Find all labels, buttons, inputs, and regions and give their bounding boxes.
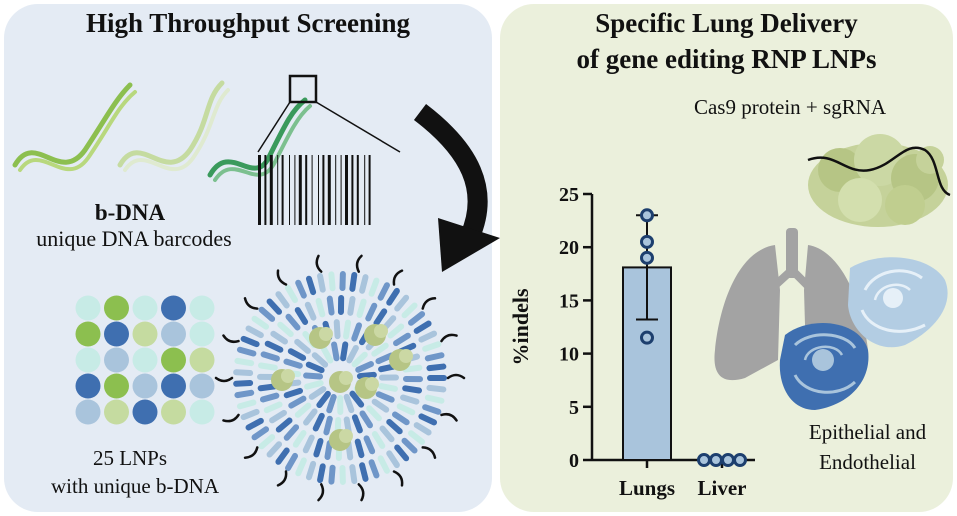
y-tick-label: 5 — [569, 397, 579, 419]
cells-label-line1: Epithelial and — [808, 420, 927, 444]
cas9-protein-icon — [807, 134, 951, 227]
data-point-lungs — [640, 330, 654, 345]
lung-delivery-panel — [500, 4, 953, 512]
data-point-liver — [733, 453, 747, 467]
cargo-label: Cas9 protein + sgRNA — [693, 95, 887, 119]
y-axis-label: %indels — [508, 288, 533, 365]
data-point-lungs — [640, 208, 654, 223]
dna-strand-icon — [117, 80, 230, 172]
zoom-box — [288, 74, 318, 104]
barcode-icon — [258, 155, 371, 225]
lnp-nanoparticle-icon — [214, 254, 466, 502]
right-panel-title-line1: Specific Lung Delivery — [595, 8, 858, 38]
epithelial-cell-icon — [848, 257, 948, 348]
data-point-liver — [721, 453, 735, 467]
left-panel-title: High Throughput Screening — [85, 8, 411, 38]
y-tick-label: 0 — [569, 450, 579, 472]
data-point-liver — [709, 453, 723, 467]
y-tick-label: 10 — [559, 344, 579, 366]
lnp-color-grid — [75, 295, 215, 425]
y-tick-label: 15 — [559, 290, 579, 312]
y-tick-label: 25 — [559, 184, 579, 206]
cells-label-line2: Endothelial — [819, 450, 916, 474]
dna-strand-icon — [12, 82, 137, 172]
lnp-count-label: 25 LNPs — [92, 446, 168, 470]
right-panel-title-line2: of gene editing RNP LNPs — [576, 44, 877, 74]
chart-points — [640, 208, 747, 467]
chart-bars — [622, 214, 672, 461]
endothelial-cell-icon — [779, 323, 869, 410]
data-point-lungs — [640, 234, 654, 249]
lnp-caption: with unique b-DNA — [51, 474, 219, 498]
data-point-lungs — [640, 250, 654, 265]
bdna-caption: unique DNA barcodes — [36, 226, 232, 251]
y-tick-label: 20 — [559, 237, 579, 259]
data-point-liver — [697, 453, 711, 467]
category-label-liver: Liver — [698, 476, 747, 500]
curved-arrow-icon — [413, 104, 500, 272]
category-label-lungs: Lungs — [619, 476, 675, 500]
bdna-label: b-DNA — [94, 200, 166, 225]
